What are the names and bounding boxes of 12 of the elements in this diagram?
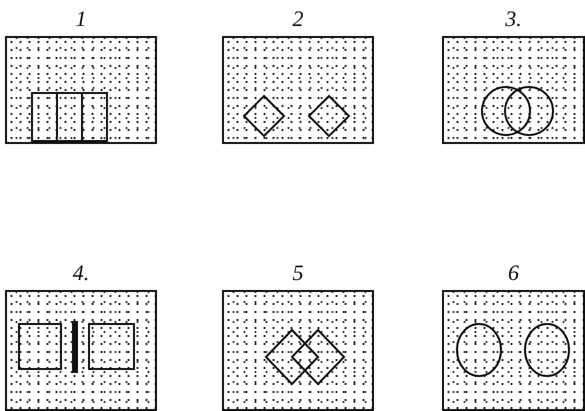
panel-number: 2	[292, 6, 304, 33]
dotted-panel	[442, 36, 585, 144]
panel-number: 5	[292, 260, 304, 287]
panel-number: 3.	[504, 6, 523, 33]
panel-number: 6	[507, 260, 520, 287]
dotted-panel	[5, 290, 157, 411]
dotted-panel	[222, 36, 374, 144]
panel-number: 4.	[72, 260, 90, 287]
dotted-panel	[442, 290, 585, 411]
dotted-panel	[5, 36, 157, 144]
panel-number: 1	[74, 6, 88, 33]
dotted-panel	[222, 290, 374, 411]
